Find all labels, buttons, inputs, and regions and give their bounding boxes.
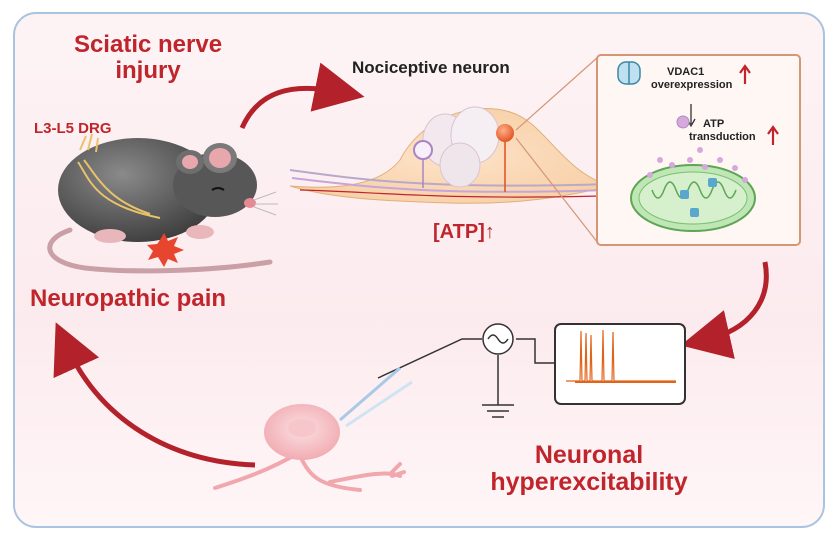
current-source-symbol — [482, 323, 514, 355]
drg-neuron-cross-section — [289, 106, 612, 204]
vdac1-label: VDAC1 overexpression — [651, 66, 732, 92]
zoom-line-bottom — [515, 137, 599, 244]
drg-label: L3-L5 DRG — [34, 120, 112, 137]
arrow-injury-to-neuron — [239, 62, 365, 130]
injury-line2: injury — [115, 56, 181, 84]
atp-trans-line2: transduction — [689, 131, 756, 144]
vdac1-line1: VDAC1 — [667, 66, 705, 78]
vdac1-up-arrow — [739, 64, 751, 84]
nociceptive-neuron-label: Nociceptive neuron — [352, 58, 510, 77]
hyper-line1: Neuronal — [534, 441, 644, 469]
recorded-neuron — [213, 404, 406, 492]
neuropathic-pain-title: Neuropathic pain — [30, 285, 227, 312]
injury-line1: Sciatic nerve — [73, 31, 223, 58]
vdac1-line2: overexpression — [651, 79, 733, 92]
oscilloscope-trace — [554, 323, 686, 405]
hyper-line2: hyperexcitability — [490, 468, 688, 496]
atp-transduction-label: ATP transduction — [689, 118, 756, 144]
sciatic-nerve-injury-title: Sciatic nerve injury — [38, 32, 258, 84]
recording-circuit — [377, 338, 555, 418]
zoom-line-top — [515, 56, 599, 131]
mouse-illustration — [47, 133, 278, 274]
arrow-neuron-to-recording — [680, 261, 769, 359]
arrow-hyperexcitability-to-pain — [53, 322, 256, 468]
atp-molecule-icon — [676, 115, 690, 129]
mitochondrion — [630, 164, 756, 232]
atp-dots — [647, 147, 748, 183]
patch-clamp-pipette — [339, 366, 413, 428]
atp-trans-up-arrow — [767, 125, 779, 145]
atp-trans-line1: ATP — [703, 118, 725, 130]
purple-neuron-soma — [413, 140, 433, 160]
vdac1-channel-icon — [617, 61, 641, 85]
orange-neuron-soma — [496, 124, 514, 142]
neuronal-hyperexcitability-title: Neuronal hyperexcitability — [454, 442, 724, 496]
atp-increase-label: [ATP]↑ — [433, 221, 495, 243]
